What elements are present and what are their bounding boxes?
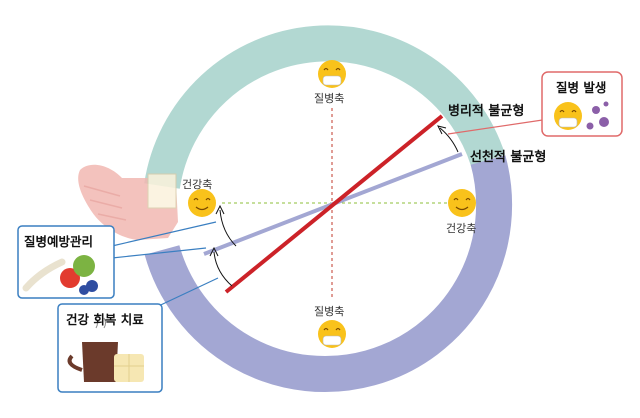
health-axis-right-label: 건강축 (446, 220, 476, 236)
sick-face-mask-icon (318, 60, 346, 88)
health-axis-left-label: 건강축 (182, 176, 212, 192)
disease-axis-bottom-label: 질병축 (314, 303, 344, 319)
disease-onset-label: 질병 발생 (556, 77, 606, 96)
recovery-label: 건강 회복 치료 (66, 309, 144, 328)
sick-face-virus-icon (554, 102, 582, 130)
disease-axis-top-label: 질병축 (314, 90, 344, 106)
pathologic-imbalance-label: 병리적 불균형 (448, 100, 524, 119)
sick-face-mask-icon (318, 320, 346, 348)
prevention-label: 질병예방관리 (24, 231, 93, 250)
smiling-face-icon (188, 189, 216, 217)
pathologic-imbalance-line (226, 116, 442, 292)
smiling-face-icon (448, 189, 476, 217)
innate-imbalance-label: 선천적 불균형 (470, 146, 546, 165)
